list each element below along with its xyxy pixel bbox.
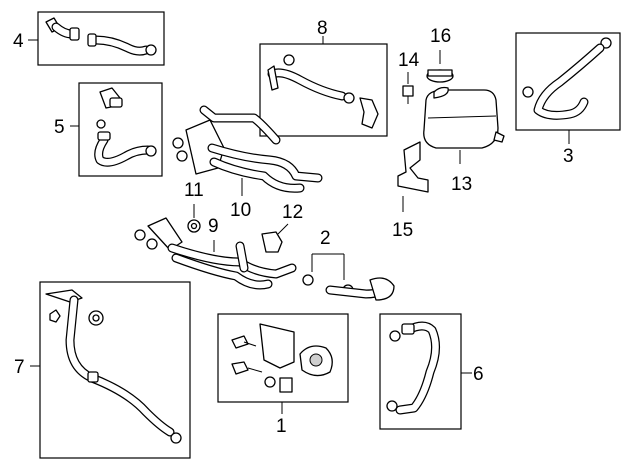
part-group-3: 3 (515, 32, 621, 167)
fitting-part-5 (94, 87, 157, 167)
hose-part-7 (45, 289, 182, 444)
callout-15[interactable]: 15 (392, 220, 413, 241)
part-group-7: 7 (14, 281, 191, 459)
part-group-5: 5 (54, 82, 163, 177)
part-group-1: 1 (217, 313, 349, 437)
callout-7[interactable]: 7 (14, 357, 25, 378)
callout-3[interactable]: 3 (563, 146, 574, 167)
part-group-10: 10 (172, 105, 323, 221)
part-group-14: 14 (398, 50, 420, 104)
part-group-8: 8 (259, 18, 388, 137)
callout-6[interactable]: 6 (473, 364, 484, 385)
pump-part-1 (231, 323, 333, 393)
part-group-9: 9 (134, 216, 297, 290)
hose-part-4 (45, 17, 157, 56)
part-group-2: 2 (302, 228, 395, 301)
callout-12[interactable]: 12 (282, 202, 303, 223)
callout-1[interactable]: 1 (276, 416, 287, 437)
callout-16[interactable]: 16 (430, 26, 451, 47)
part-group-13: 13 (423, 86, 505, 195)
hose-part-8 (267, 54, 379, 129)
callout-5[interactable]: 5 (54, 117, 65, 138)
part-group-4: 4 (13, 11, 165, 66)
part-group-11: 11 (184, 180, 204, 233)
part-group-12: 12 (261, 202, 303, 253)
hose-part-3 (522, 37, 612, 120)
part-group-15: 15 (392, 141, 429, 241)
callout-8[interactable]: 8 (317, 18, 328, 39)
callout-10[interactable]: 10 (230, 200, 251, 221)
callout-9[interactable]: 9 (208, 216, 219, 237)
callout-14[interactable]: 14 (398, 50, 420, 71)
part-group-6: 6 (379, 313, 484, 430)
part-group-16: 16 (426, 26, 454, 83)
callout-13[interactable]: 13 (451, 174, 472, 195)
callout-11[interactable]: 11 (184, 180, 204, 201)
hose-part-6 (386, 321, 440, 415)
callout-2[interactable]: 2 (320, 228, 331, 249)
callout-4[interactable]: 4 (13, 31, 24, 52)
